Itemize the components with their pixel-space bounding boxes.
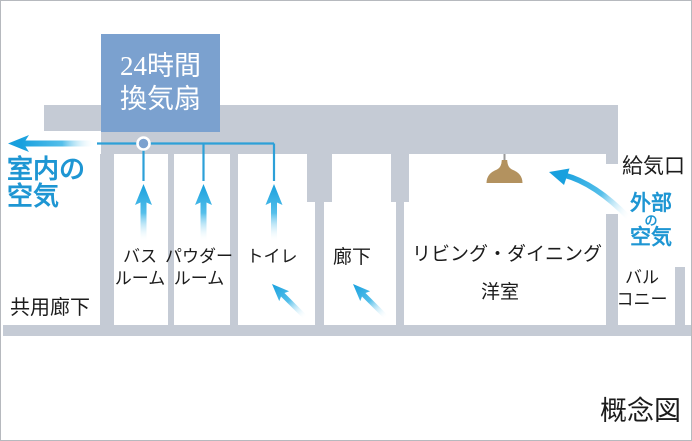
room-label-powder-room: パウダー ルーム xyxy=(165,246,233,290)
outdoor-air-intake-arrowhead-icon xyxy=(549,168,570,185)
outdoor-air-line1: 外部 xyxy=(630,191,672,215)
powder-room-line2: ルーム xyxy=(173,269,225,288)
indoor-air-line1: 室内の xyxy=(7,155,86,184)
room-label-toilet: トイレ xyxy=(246,247,298,266)
wall-outer-above-supply-port xyxy=(606,154,618,164)
fan-unit-line1: 24時間 xyxy=(120,51,201,81)
outdoor-air-particle: の xyxy=(644,213,658,228)
room-label-bathroom: バス ルーム xyxy=(115,246,166,290)
outdoor-air-intake-arrow-icon xyxy=(561,172,632,221)
wall-bath-powder xyxy=(168,154,174,325)
outdoor-air-line2: 空気 xyxy=(630,225,672,249)
hallway-underdoor-arrow-icon xyxy=(348,279,392,323)
balcony-line1: バル xyxy=(625,268,659,287)
room-label-western-room: 洋室 xyxy=(480,282,520,303)
fan-unit-line2: 換気扇 xyxy=(120,84,201,114)
floor-slab xyxy=(3,325,691,336)
powder-room-line1: パウダー xyxy=(165,247,233,266)
wall-toilet-hall-header xyxy=(307,154,332,202)
bathroom-extract-arrow-icon xyxy=(135,184,152,242)
room-label-living-dining: リビング・ダイニング xyxy=(411,244,603,265)
toilet-extract-arrow-icon xyxy=(265,184,283,242)
supply-port-label: 給気口 xyxy=(622,154,685,178)
fan-unit-box: 24時間 換気扇 xyxy=(101,34,220,132)
wall-outer-below-supply-port xyxy=(606,214,618,325)
shared-corridor-label: 共用廊下 xyxy=(10,297,90,319)
room-label-hallway: 廊下 xyxy=(332,247,372,268)
ceiling-slab-left xyxy=(44,105,101,131)
diagram-caption: 概念図 xyxy=(600,396,681,426)
balcony-line2: コニー xyxy=(616,290,668,309)
powder-room-extract-arrow-icon xyxy=(195,184,212,242)
wall-toilet-hall-stem xyxy=(315,202,324,325)
bathroom-line1: バス xyxy=(123,247,157,266)
room-label-balcony: バル コニー xyxy=(617,267,668,311)
indoor-air-exhaust-arrow-icon xyxy=(8,135,96,152)
pendant-lamp-icon xyxy=(486,160,523,183)
wall-hall-living-header xyxy=(391,154,409,202)
outdoor-air-label: 外部 の 空気 xyxy=(630,193,672,248)
indoor-air-line2: 空気 xyxy=(7,182,60,211)
balcony-railing xyxy=(675,267,685,325)
indoor-air-label: 室内の 空気 xyxy=(7,156,85,210)
wall-powder-toilet xyxy=(230,154,238,325)
toilet-underdoor-arrow-icon xyxy=(267,279,311,323)
wall-hall-living-stem xyxy=(396,202,404,325)
wall-entrance xyxy=(100,154,114,325)
bathroom-line2: ルーム xyxy=(114,269,166,288)
